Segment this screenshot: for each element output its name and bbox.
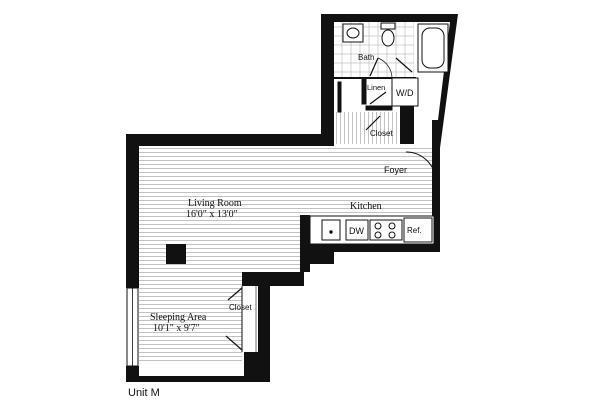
living-room-label: Living Room (188, 198, 242, 209)
foyer-door (405, 151, 437, 183)
hall-floor (334, 112, 400, 144)
bath-label: Bath (358, 53, 374, 62)
ref-label: Ref. (407, 226, 422, 235)
sleeping-area-dims: 10'1" x 9'7" (153, 323, 200, 334)
foyer-label: Foyer (384, 165, 407, 175)
dw-label: DW (349, 226, 364, 236)
unit-name: Unit M (128, 387, 160, 399)
kitchen-counter (309, 215, 435, 245)
walls (126, 14, 458, 382)
closet-bottom-label: Closet (229, 303, 252, 312)
sleeping-area-label: Sleeping Area (150, 312, 207, 323)
living-room-dims: 16'0" x 13'0" (186, 209, 238, 220)
sleeping-area-floor (139, 288, 242, 364)
wd-label: W/D (396, 88, 414, 98)
bath-fixtures (334, 22, 449, 131)
window (126, 287, 139, 367)
closet-top-label: Closet (370, 129, 393, 138)
kitchen-label: Kitchen (350, 201, 382, 212)
linen-label: Linen (367, 83, 385, 92)
sleeping-closet (225, 286, 257, 352)
living-room-floor (139, 146, 437, 286)
